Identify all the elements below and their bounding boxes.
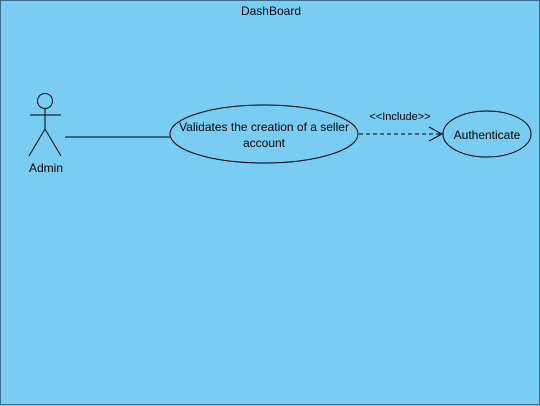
include-arrowhead [428, 126, 444, 142]
actor-figure[interactable] [28, 93, 62, 157]
use-case-authenticate[interactable] [442, 110, 532, 158]
use-case-validate-seller[interactable] [169, 104, 359, 164]
use-case-authenticate-label: Authenticate [454, 128, 521, 142]
actor-head [37, 93, 53, 109]
system-title: DashBoard [241, 4, 301, 18]
actor-right-leg [44, 128, 62, 157]
actor-name: Admin [29, 161, 63, 175]
actor-left-leg [28, 128, 46, 157]
use-case-validate-label-line1: Validates the creation of a seller [179, 120, 349, 134]
use-case-validate-label-line2: account [243, 136, 286, 150]
include-stereotype: <<Include>> [369, 111, 430, 123]
